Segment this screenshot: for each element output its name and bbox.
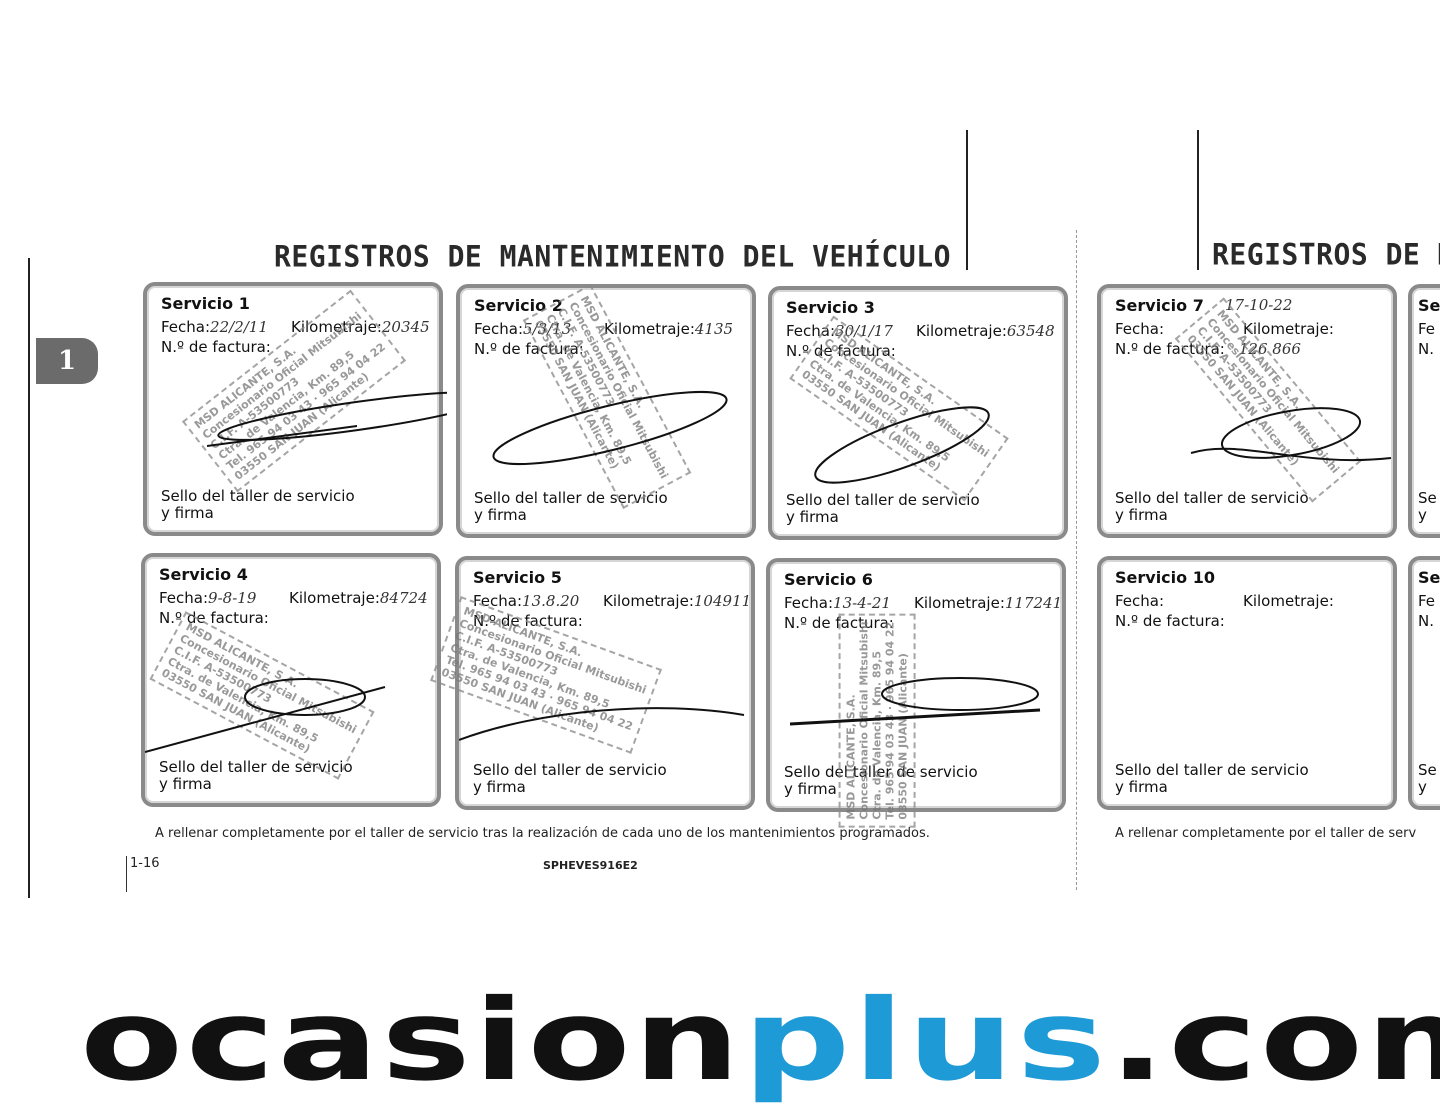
fecha-value: 17-10-22 [1225,296,1293,314]
fecha-row: Fecha:22/2/11 Kilometraje:20345 [161,318,430,336]
fecha-label: Fecha: [786,322,836,340]
fecha-label: Fecha: [474,320,524,338]
service-title: Servicio 4 [159,565,248,584]
fecha-label: Fecha: [159,589,209,607]
service-title: Servicio 1 [161,294,250,313]
fecha-value: 22/2/11 [210,318,268,336]
service-card-2: Servicio 2 Fecha:5/3/13 Kilometraje:4135… [456,283,756,538]
logo-text-ocasion: ocasion [80,976,743,1106]
factura-label: N.º de factura: [784,614,894,632]
kilometraje-value: 84724 [379,589,428,607]
kilometraje-value: 20345 [381,318,430,336]
service-title: Servicio 6 [784,570,873,589]
factura-label: N.º de factura: [161,338,271,356]
fecha-value: 30/1/17 [835,322,893,340]
service-card-7: Servicio 7 17-10-22 Fecha: Kilometraje: … [1097,284,1397,538]
page-corner-rule [126,856,127,892]
footnote-right: A rellenar completamente por el taller d… [1115,826,1417,841]
page-divider-line [966,130,968,270]
service-card-6: Servicio 6 Fecha:13-4-21 Kilometraje:117… [766,558,1066,828]
kilometraje-label: Kilometraje: [289,589,380,607]
footnote: A rellenar completamente por el taller d… [155,826,930,841]
factura-label: N.º de factura: [786,342,896,360]
factura-label: N.º de factura: [159,609,269,627]
kilometraje-label: Kilometraje: [603,592,694,610]
fecha-value: 9-8-19 [208,589,257,607]
factura-label: N.º de factura: [1115,612,1225,630]
kilometraje-value: 104911 [693,592,752,610]
factura-label: N.º de factura: [473,612,583,630]
kilometraje-label: Kilometraje: [604,320,695,338]
chapter-number: 1 [57,346,77,376]
fecha-value: 13-4-21 [833,594,891,612]
service-card-1: Servicio 1 Fecha:22/2/11 Kilometraje:203… [143,282,447,536]
kilometraje-label: Kilometraje: [1243,320,1334,338]
factura-label: N.º de factura: [474,340,584,358]
page-title-right: REGISTROS DE M [1212,237,1440,272]
chapter-tab: 1 [36,338,98,384]
ocasionplus-logo: ocasionplus.com [80,985,1440,1097]
kilometraje-value: 4135 [694,320,734,338]
fecha-label: Fecha: [161,318,211,336]
service-title: Servicio 5 [473,568,562,587]
service-card-5: Servicio 5 Fecha:13.8.20 Kilometraje:104… [430,556,755,810]
fecha-value: 13.8.20 [522,592,580,610]
fecha-label: Fecha: [1115,320,1165,338]
kilometraje-label: Kilometraje: [914,594,1005,612]
factura-label: N.º de factura: [1115,340,1225,358]
factura-value: 126 866 [1238,340,1301,358]
service-title: Servicio 2 [474,296,563,315]
service-card-3: Servicio 3 Fecha:30/1/17 Kilometraje:635… [768,286,1068,540]
fecha-label: Fecha: [473,592,523,610]
kilometraje-label: Kilometraje: [291,318,382,336]
service-card-4: Servicio 4 Fecha:9-8-19 Kilometraje:8472… [141,553,441,807]
fecha-label: Fecha: [784,594,834,612]
fecha-label: Fecha: [1115,592,1165,610]
logo-text-plus: plus [742,976,1109,1106]
page-title: REGISTROS DE MANTENIMIENTO DEL VEHÍCULO [274,239,951,274]
fecha-value: 5/3/13 [523,320,572,338]
kilometraje-value: 63548 [1006,322,1055,340]
service-card-10: Servicio 10 Fecha: Kilometraje: N.º de f… [1097,556,1397,810]
page-margin-rule [28,258,30,898]
kilometraje-label: Kilometraje: [1243,592,1334,610]
document-code: SPHEVES916E2 [543,859,638,872]
kilometraje-label: Kilometraje: [916,322,1007,340]
page-divider-line [1197,130,1199,270]
service-title: Servicio 3 [786,298,875,317]
service-title: Servicio 7 [1115,296,1204,315]
logo-text-com: .com [1108,976,1440,1106]
service-title: Servicio 10 [1115,568,1215,587]
kilometraje-value: 117241 [1004,594,1063,612]
page-number: 1-16 [130,856,160,871]
page-fold-line [1076,230,1078,890]
